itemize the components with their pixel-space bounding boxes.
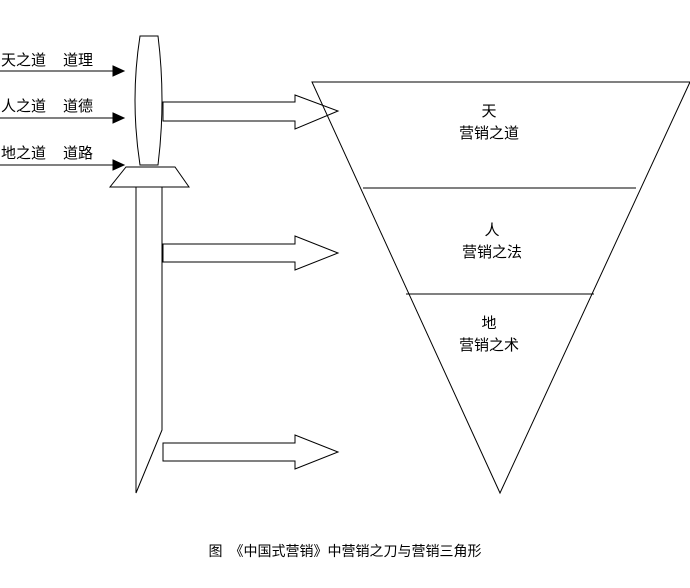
input-dao-human: 人之道	[1, 97, 47, 115]
input-dao-heaven: 天之道	[1, 51, 47, 69]
level-name: 天	[481, 102, 497, 120]
hollow-arrow-top	[162, 94, 340, 130]
level-desc: 营销之法	[461, 243, 522, 261]
triangle-level-earth: 地 营销之术	[409, 312, 569, 356]
knife-blade	[135, 187, 163, 494]
level-name: 地	[481, 314, 497, 332]
knife-guard	[108, 166, 190, 188]
triangle-level-heaven: 天 营销之道	[409, 100, 569, 144]
level-desc: 营销之道	[458, 124, 519, 142]
input-arrow-human	[0, 112, 126, 124]
input-principle-earth: 道路	[63, 144, 94, 162]
input-principle-heaven: 道理	[63, 51, 94, 69]
figure-caption: 图 《中国式营销》中营销之刀与营销三角形	[208, 544, 482, 560]
knife-handle	[134, 35, 163, 166]
inverted-triangle	[311, 81, 690, 495]
input-arrow-heaven	[0, 65, 126, 77]
input-dao-earth: 地之道	[1, 144, 47, 162]
triangle-level-human: 人 营销之法	[412, 219, 572, 263]
input-arrow-earth	[0, 159, 126, 171]
level-name: 人	[484, 221, 500, 239]
level-desc: 营销之术	[458, 336, 519, 354]
hollow-arrow-bottom	[162, 434, 340, 470]
input-principle-human: 道德	[63, 97, 94, 115]
hollow-arrow-middle	[162, 235, 340, 271]
